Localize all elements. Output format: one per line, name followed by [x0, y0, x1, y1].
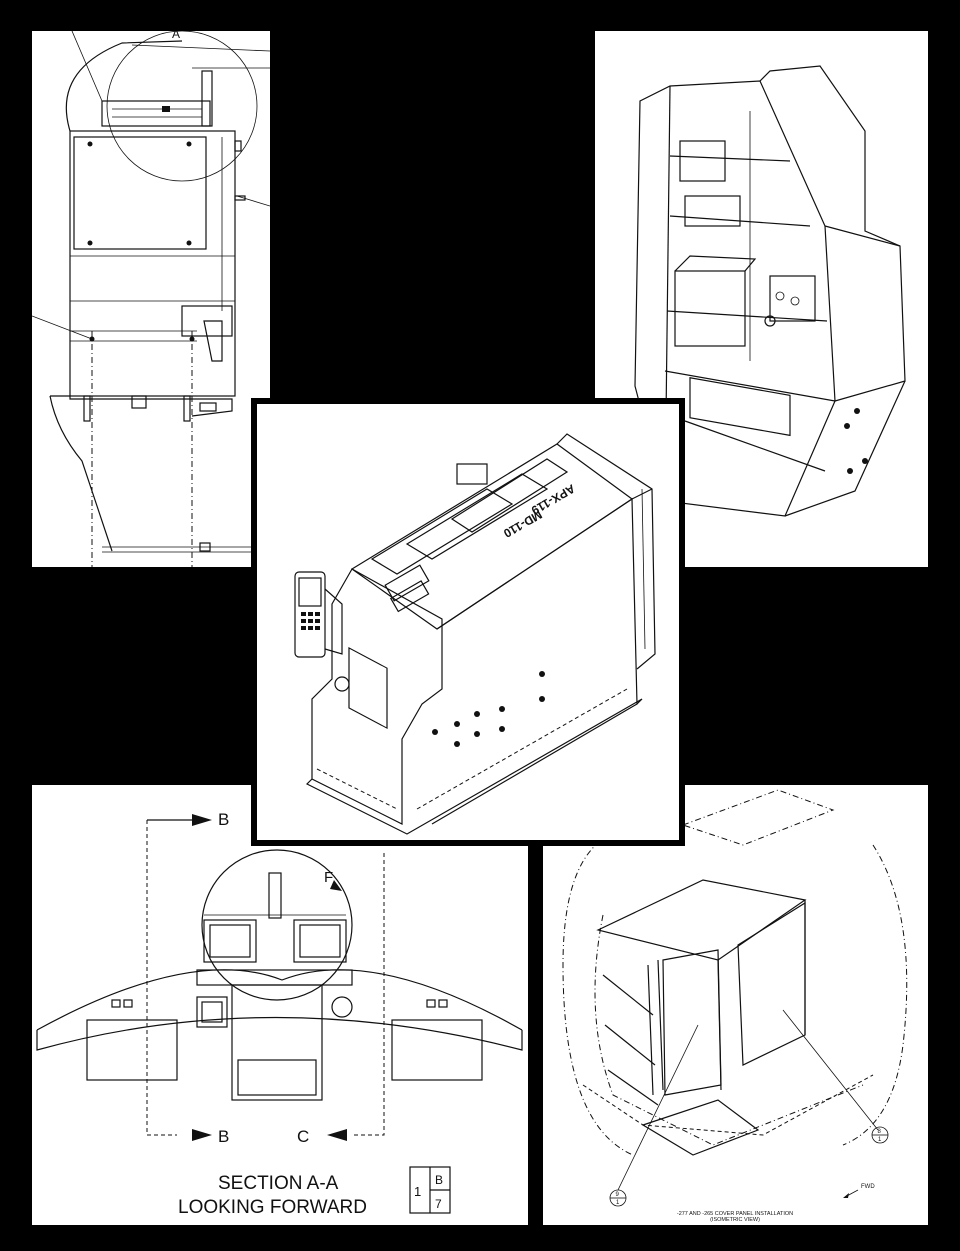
- sheet-ref-sheet: 7: [435, 1197, 442, 1211]
- cutting-plane-left: [146, 820, 177, 1136]
- caption-line-1: SECTION A-A: [218, 1173, 339, 1194]
- balloon-8: 8 1: [871, 1126, 889, 1144]
- equipment-box: [674, 270, 746, 347]
- display-right: [293, 919, 347, 963]
- balloon-9: 9 1: [609, 1189, 627, 1207]
- view-equipment-rack-isometric: APX-119 MD-110: [251, 398, 685, 846]
- cover-panel-265: [737, 901, 806, 1066]
- handheld-controller: [294, 571, 326, 658]
- svg-text:9: 9: [616, 1192, 620, 1198]
- drawer-tray: [689, 377, 791, 437]
- balloon-leader: [782, 1009, 879, 1131]
- section-a-a-drawing: B B C F SECTION A-A LOOKING FORWARD: [36, 810, 523, 1218]
- section-marker-b-top: B: [218, 810, 229, 829]
- display-left: [203, 919, 257, 963]
- leader-line: [71, 31, 103, 102]
- section-marker-c: C: [297, 1127, 309, 1146]
- balloon-leader: [617, 1024, 699, 1191]
- top-handle: [456, 463, 488, 485]
- main-cabinet: [69, 130, 236, 397]
- upper-bracket-post: [201, 70, 213, 127]
- fuselage-inner: [36, 1016, 523, 1051]
- controller-screen: [298, 577, 322, 607]
- fuselage-outline: [842, 844, 908, 1146]
- speaker-grille: [348, 646, 388, 730]
- connector-row: [370, 458, 569, 575]
- display-panel: [73, 136, 207, 250]
- section-marker-b-bottom: B: [218, 1127, 229, 1146]
- cover-panel-drawing: 9 1 8 1 FWD -277 AND -265 COVER PANEL IN…: [562, 789, 908, 1223]
- rack-top: [596, 879, 807, 961]
- side-panel: [759, 65, 906, 402]
- view-side-elevation: A: [32, 31, 270, 567]
- leader-line: [32, 315, 93, 340]
- rack-front-face: [311, 568, 443, 825]
- ceiling-panel: [681, 789, 835, 846]
- mounting-holes: [432, 671, 545, 747]
- svg-text:8: 8: [878, 1129, 882, 1135]
- sheet-ref-index: 1: [414, 1184, 421, 1199]
- detail-circle: [106, 31, 258, 182]
- handle-grip: [203, 320, 223, 362]
- rack-right-side: [431, 497, 638, 825]
- sheet-ref-zone: B: [435, 1173, 443, 1187]
- control-panel: [384, 564, 430, 602]
- base-frame: [50, 395, 233, 417]
- upper-bracket: [101, 100, 211, 127]
- rear-panel: [556, 433, 656, 670]
- cover-panel-caption-2: (ISOMETRIC VIEW): [710, 1217, 760, 1223]
- cutting-plane-right: [354, 853, 385, 1136]
- controller-keypad: [301, 612, 320, 630]
- rack-top-arc: [65, 40, 183, 132]
- view-section-a-a: B B C F SECTION A-A LOOKING FORWARD: [32, 785, 528, 1225]
- mount-post: [268, 872, 282, 919]
- fuselage-outline: [562, 829, 634, 1156]
- front-knob: [334, 676, 350, 692]
- stencil-md-110: MD-110: [501, 507, 545, 540]
- view-cover-panel-installation: 9 1 8 1 FWD -277 AND -265 COVER PANEL IN…: [543, 785, 928, 1225]
- svg-text:1: 1: [616, 1200, 620, 1206]
- center-pedestal: [231, 984, 323, 1101]
- detail-marker-f: F: [324, 869, 333, 886]
- side-window-right: [391, 1019, 483, 1081]
- fuselage-outer: [36, 969, 523, 1031]
- side-elevation-drawing: A: [32, 31, 270, 567]
- svg-text:1: 1: [878, 1137, 882, 1143]
- fwd-label: FWD: [861, 1184, 875, 1190]
- cover-panel-caption-1: -277 AND -265 COVER PANEL INSTALLATION: [677, 1211, 793, 1217]
- floor-plate: [641, 1099, 760, 1156]
- detail-circle-f: [201, 849, 353, 1001]
- side-window-left: [86, 1019, 178, 1081]
- leader-line: [236, 195, 270, 207]
- cover-panel-277: [662, 949, 722, 1096]
- leader-line: [131, 44, 270, 52]
- section-label-a: A: [172, 31, 180, 41]
- equipment-rack-drawing: APX-119 MD-110: [294, 433, 656, 835]
- caption-line-2: LOOKING FORWARD: [178, 1197, 367, 1218]
